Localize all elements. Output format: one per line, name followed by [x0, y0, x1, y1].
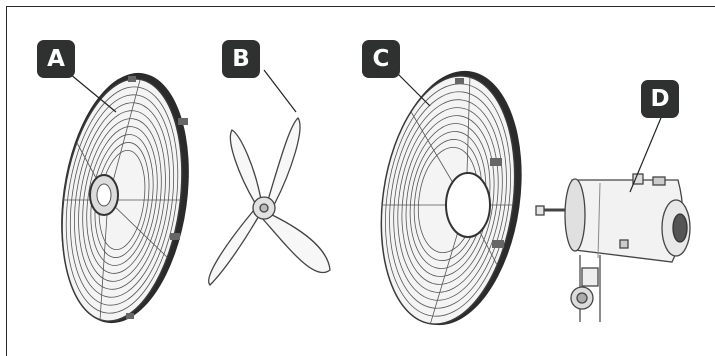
motor-housing — [536, 174, 690, 322]
label-a: A — [37, 40, 75, 78]
leader-line-c — [394, 70, 430, 106]
front-grille — [366, 62, 537, 334]
label-d: D — [641, 80, 679, 118]
label-b: B — [222, 40, 260, 78]
rear-grille — [46, 65, 204, 332]
leader-line-b — [264, 70, 296, 112]
fan-blade — [209, 118, 330, 285]
label-c: C — [362, 40, 400, 78]
